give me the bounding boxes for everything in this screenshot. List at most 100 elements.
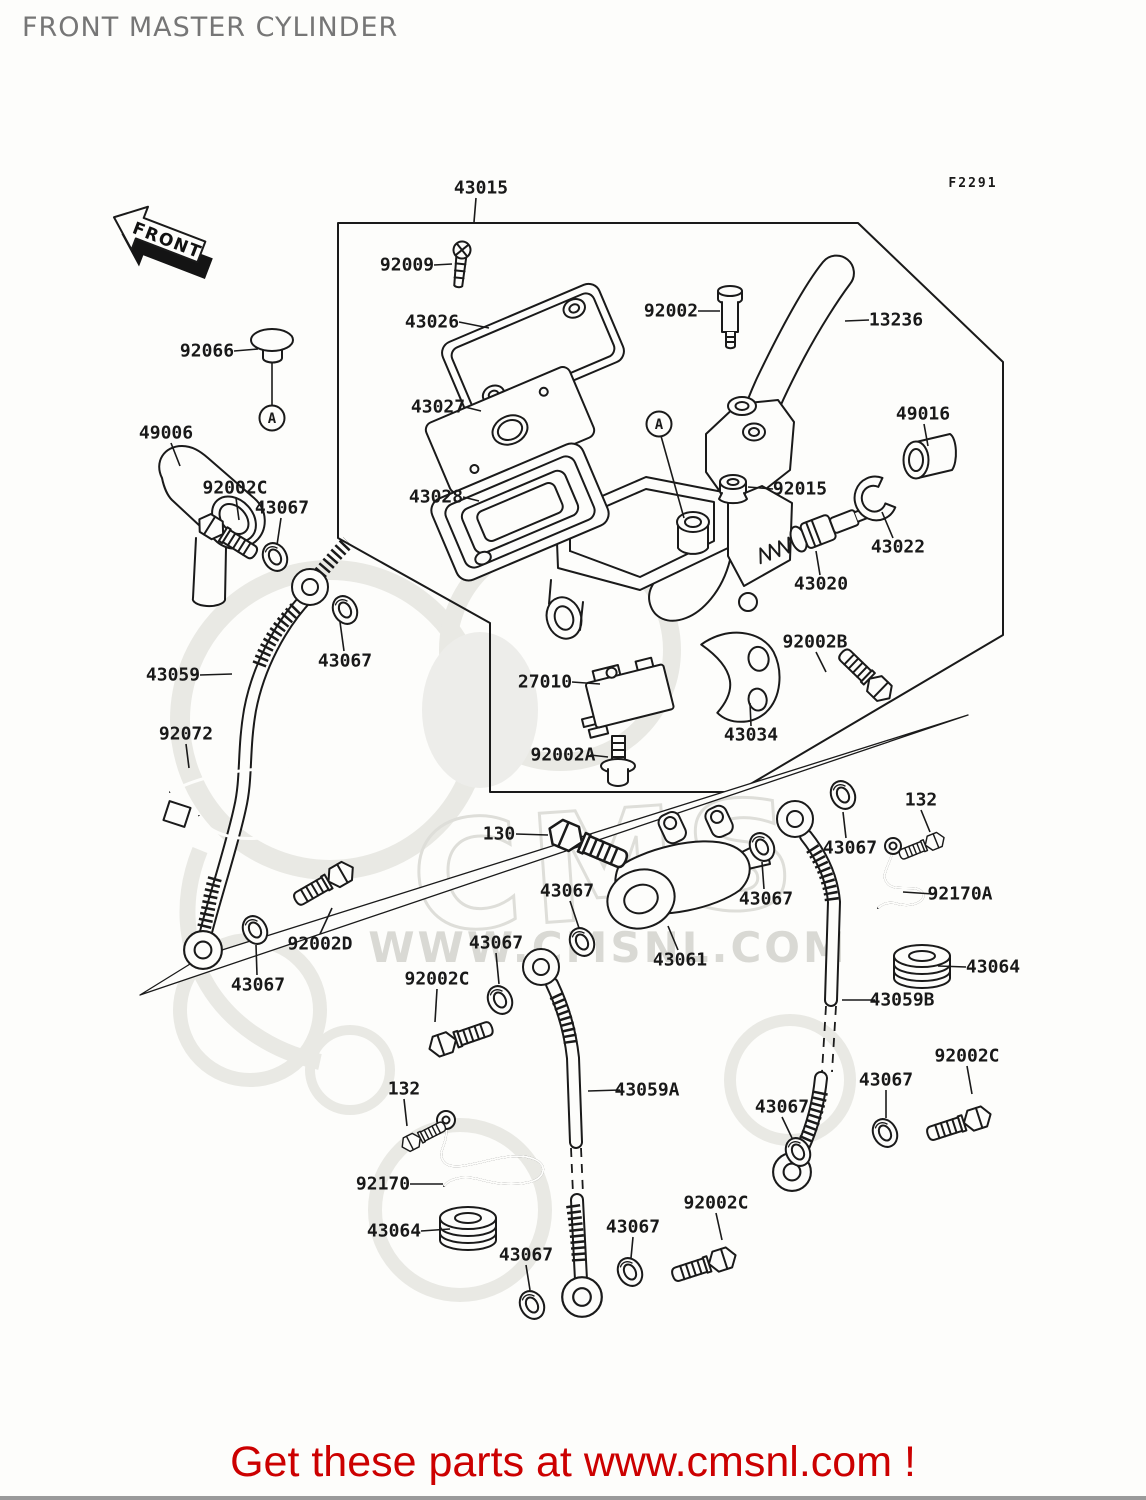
leader-line bbox=[276, 517, 282, 546]
part-label-43059: 43059 bbox=[145, 664, 201, 686]
part-label-92170A: 92170A bbox=[927, 883, 993, 905]
part-label-43061: 43061 bbox=[652, 949, 708, 971]
part-label-92002D: 92002D bbox=[287, 933, 353, 955]
part-label-43059B: 43059B bbox=[869, 989, 935, 1011]
page-bottom-border bbox=[0, 1496, 1146, 1500]
part-label-43067: 43067 bbox=[754, 1096, 810, 1118]
leader-line bbox=[937, 965, 967, 968]
part-art-43034-clamp bbox=[700, 631, 781, 723]
part-label-92015: 92015 bbox=[772, 478, 828, 500]
part-label-92002C: 92002C bbox=[934, 1045, 1000, 1067]
part-label-92002C: 92002C bbox=[683, 1192, 749, 1214]
ref-marker-label: A bbox=[268, 411, 277, 427]
part-label-43059A: 43059A bbox=[614, 1079, 680, 1101]
footer-banner: Get these parts at www.cmsnl.com ! bbox=[0, 1438, 1146, 1487]
leader-line bbox=[420, 1228, 451, 1232]
part-label-43067: 43067 bbox=[254, 497, 310, 519]
leader-line bbox=[881, 511, 894, 539]
part-art-92072-band bbox=[162, 767, 348, 841]
part-art-92002A-bolt bbox=[600, 735, 636, 787]
part-art-92009-screw bbox=[452, 240, 472, 289]
part-label-92066: 92066 bbox=[179, 340, 235, 362]
part-label-49006: 49006 bbox=[138, 422, 194, 444]
part-label-43067: 43067 bbox=[539, 880, 595, 902]
leader-line bbox=[434, 988, 438, 1023]
leader-line bbox=[339, 621, 345, 652]
part-art-43020-piston-set bbox=[759, 507, 868, 565]
leader-line bbox=[923, 423, 929, 447]
part-label-43067: 43067 bbox=[605, 1216, 661, 1238]
leader-line bbox=[525, 1264, 531, 1291]
leader-line bbox=[761, 861, 765, 890]
leader-line bbox=[630, 1236, 634, 1259]
leader-line bbox=[569, 900, 580, 929]
part-label-92009: 92009 bbox=[379, 254, 435, 276]
leader-line bbox=[667, 925, 679, 951]
part-art-43027-plate bbox=[424, 366, 596, 494]
leader-line bbox=[920, 809, 931, 833]
part-art-13236-brake-lever bbox=[737, 254, 855, 447]
part-label-43027: 43027 bbox=[410, 396, 466, 418]
part-label-43028: 43028 bbox=[408, 486, 464, 508]
leader-line bbox=[473, 197, 477, 223]
part-art-92170A-clamp-wire bbox=[877, 837, 925, 909]
part-label-92002C: 92002C bbox=[202, 477, 268, 499]
part-label-132: 132 bbox=[904, 789, 938, 811]
leader-line bbox=[902, 891, 934, 895]
leader-line bbox=[815, 651, 827, 673]
part-label-49016: 49016 bbox=[895, 403, 951, 425]
part-art-92002C-bolt-bottom-right bbox=[923, 1103, 995, 1146]
leader-line bbox=[844, 319, 870, 322]
ref-marker-circle bbox=[258, 404, 286, 432]
part-art-43028-diaphragm bbox=[430, 442, 610, 582]
leader-line bbox=[966, 1065, 973, 1095]
page-title: FRONT MASTER CYLINDER bbox=[22, 12, 399, 43]
part-label-92170: 92170 bbox=[355, 1173, 411, 1195]
part-label-92072: 92072 bbox=[158, 723, 214, 745]
part-label-43067: 43067 bbox=[498, 1244, 554, 1266]
watermark-url-text: WWW.CMSNL.COM bbox=[368, 923, 848, 972]
leader-line bbox=[515, 833, 549, 836]
leader-line bbox=[235, 497, 240, 521]
footer-shop-link[interactable]: Get these parts at www.cmsnl.com ! bbox=[230, 1438, 916, 1486]
part-label-43022: 43022 bbox=[870, 536, 926, 558]
part-label-43015: 43015 bbox=[453, 177, 509, 199]
part-label-43064: 43064 bbox=[366, 1220, 422, 1242]
leader-line bbox=[403, 1098, 408, 1127]
part-label-43067: 43067 bbox=[468, 932, 524, 954]
leader-line bbox=[458, 321, 490, 329]
leader-line bbox=[587, 1089, 621, 1092]
part-art-92015-nut bbox=[718, 474, 748, 505]
leader-line bbox=[747, 486, 774, 490]
leader-line bbox=[781, 1116, 793, 1139]
part-art-43022-circlip bbox=[853, 475, 897, 522]
part-label-43034: 43034 bbox=[723, 724, 779, 746]
leader-line bbox=[571, 681, 601, 685]
leader-line bbox=[815, 550, 821, 576]
part-label-43026: 43026 bbox=[404, 311, 460, 333]
part-art-92002B-bolt bbox=[833, 643, 898, 707]
leader-line bbox=[749, 702, 752, 727]
part-art-92002C-bolt-bottom bbox=[668, 1244, 740, 1287]
part-label-92002A: 92002A bbox=[530, 744, 596, 766]
part-art-92002-pin-bolt bbox=[717, 285, 743, 350]
leader-line bbox=[495, 952, 500, 985]
part-art-132-bolt-right bbox=[896, 829, 948, 864]
part-label-43067: 43067 bbox=[822, 837, 878, 859]
part-art-49016-boot bbox=[902, 433, 957, 480]
part-label-13236: 13236 bbox=[868, 309, 924, 331]
part-label-92002: 92002 bbox=[643, 300, 699, 322]
part-label-43067: 43067 bbox=[317, 650, 373, 672]
ref-marker-circle bbox=[645, 410, 673, 438]
part-label-43067: 43067 bbox=[230, 974, 286, 996]
part-label-132: 132 bbox=[387, 1078, 421, 1100]
ref-marker-label: A bbox=[655, 417, 664, 433]
leader-line bbox=[199, 673, 233, 676]
leader-line bbox=[319, 907, 333, 935]
part-art-43059A-brake-hose bbox=[522, 948, 603, 1318]
leader-line bbox=[462, 496, 480, 502]
part-art-27010-switch bbox=[580, 656, 675, 739]
leader-line bbox=[715, 1212, 723, 1241]
